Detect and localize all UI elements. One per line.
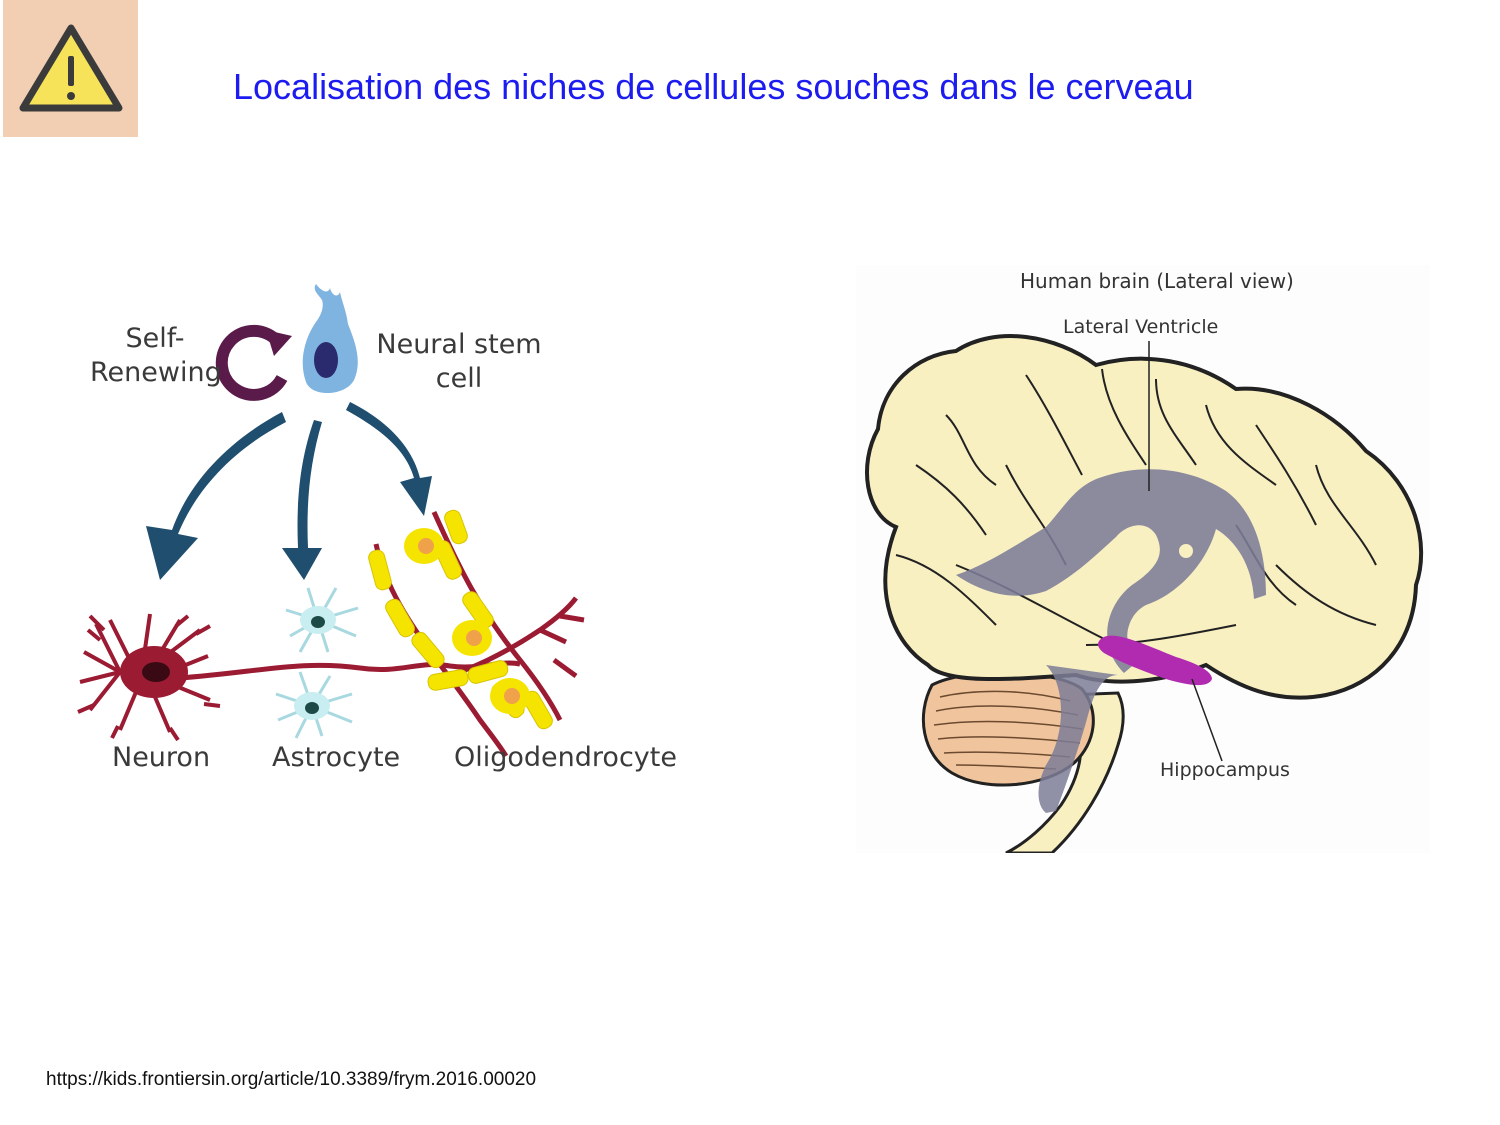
stem-cell-artwork <box>77 284 585 758</box>
oligodendrocyte-label: Oligodendrocyte <box>454 742 677 773</box>
brain-artwork <box>865 334 1424 853</box>
warning-triangle-icon <box>19 24 123 112</box>
hippocampus-label: Hippocampus <box>1160 759 1290 781</box>
neuron-nucleus <box>142 662 170 682</box>
neural-stem-cell <box>302 284 358 394</box>
self-renewing-line1: Self- <box>125 323 185 354</box>
neural-stem-cell-label: Neural stem cell <box>374 328 544 396</box>
hippocampus <box>1098 635 1212 686</box>
stem-cell-line2: cell <box>435 363 483 394</box>
source-url: https://kids.frontiersin.org/article/10.… <box>46 1069 537 1090</box>
lateral-ventricle <box>956 469 1266 673</box>
warning-box <box>3 0 138 137</box>
differentiation-arrows <box>146 402 432 580</box>
brain-diagram: Human brain (Lateral view) Lateral Ventr… <box>856 265 1430 853</box>
oligodendrocyte-bodies <box>404 528 530 714</box>
slide-title: Localisation des niches de cellules souc… <box>233 66 1194 107</box>
hippocampus-leader <box>1191 678 1223 762</box>
brainstem <box>1005 691 1125 853</box>
self-renewing-label: Self- Renewing <box>90 322 222 390</box>
self-renewing-line2: Renewing <box>90 357 222 388</box>
brain-title: Human brain (Lateral view) <box>1020 269 1294 293</box>
astrocyte-label: Astrocyte <box>272 742 401 773</box>
lateral-ventricle-label: Lateral Ventricle <box>1063 316 1219 338</box>
neuron-label: Neuron <box>112 742 211 773</box>
self-renewal-arrow-icon <box>215 324 292 401</box>
temporal-horn <box>1038 665 1118 813</box>
stem-cell-line1: Neural stem <box>376 329 542 360</box>
